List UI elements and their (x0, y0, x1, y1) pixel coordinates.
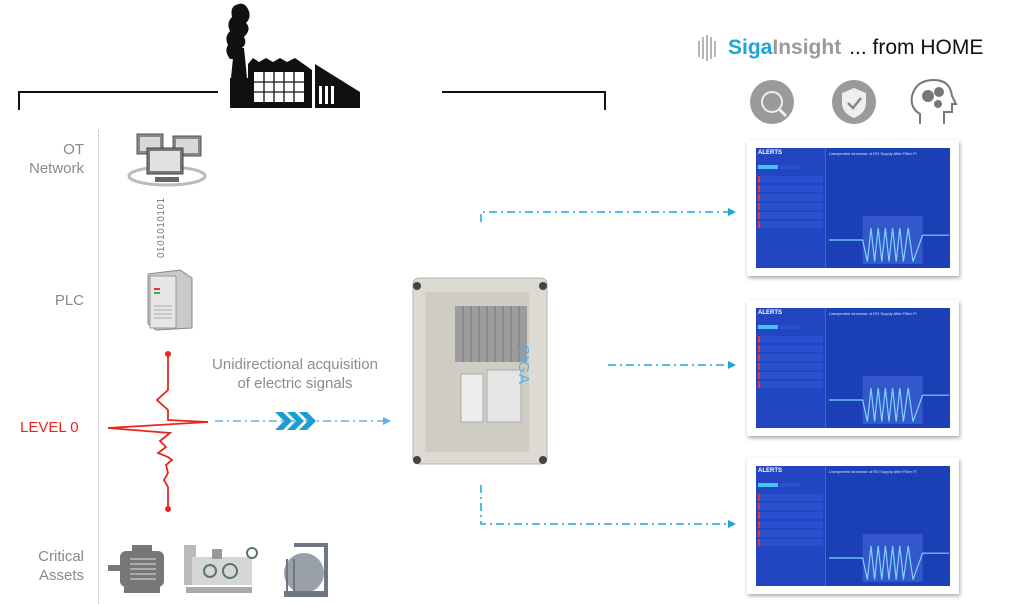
critical-assets-icons (108, 543, 328, 597)
label-critical-assets: Critical Assets (38, 548, 84, 584)
dashboard-screenshot-2[interactable]: ALERTS Unexpected decrease of RO Supply … (747, 300, 959, 436)
siga-logo-icon (698, 35, 716, 61)
label-ot-network: OT Network (28, 141, 84, 177)
brand-tagline: ... from HOME (849, 36, 984, 59)
binary-stream-text: 0101010101 (156, 197, 167, 258)
tank-vessel-icon (284, 543, 328, 597)
shield-check-icon (832, 80, 876, 124)
dashboard-screenshot-3[interactable]: ALERTS Unexpected decrease of RO Supply … (747, 458, 959, 594)
level-separator (98, 130, 99, 604)
dashboard-screenshot-1[interactable]: ALERTS Unexpected decrease of RO Supply … (747, 140, 959, 276)
electric-signal-waveform (107, 351, 391, 512)
dashboard-alert-title: Unexpected decrease of RO Supply After F… (828, 151, 917, 156)
output-arrows (480, 208, 736, 528)
brand-header: SigaInsight ... from HOME (698, 35, 983, 61)
dashboard-app-title: ALERTS (758, 468, 782, 474)
arrow-to-dashboard-3 (480, 485, 730, 525)
head-gears-icon (910, 78, 958, 124)
siga-device-box (412, 277, 548, 465)
chevrons-icon (275, 412, 316, 430)
dashboard-app-title: ALERTS (758, 150, 782, 156)
label-plc: PLC (54, 292, 84, 309)
motor-icon (108, 545, 164, 593)
brand-name: SigaInsight (728, 36, 842, 59)
factory-bracket (18, 3, 606, 110)
dashboard-alert-title: Unexpected decrease of RO Supply After F… (828, 311, 917, 316)
analytics-magnifier-icon (750, 80, 794, 124)
computer-network-icon (127, 133, 207, 187)
plc-device-icon (147, 269, 193, 331)
feature-icons (750, 78, 958, 124)
label-level-0: LEVEL 0 (20, 419, 79, 436)
pump-machine-icon (184, 545, 258, 593)
dashboard-alert-title: Unexpected decrease of RO Supply After F… (828, 469, 917, 474)
dashboard-app-title: ALERTS (758, 310, 782, 316)
acquisition-caption: Unidirectional acquisition of electric s… (212, 356, 378, 392)
arrow-to-dashboard-1 (480, 211, 730, 222)
acquisition-arrow-head (383, 417, 391, 425)
factory-icon (226, 3, 360, 108)
